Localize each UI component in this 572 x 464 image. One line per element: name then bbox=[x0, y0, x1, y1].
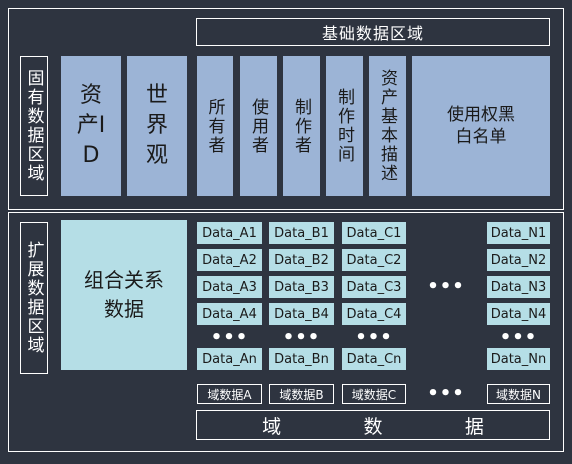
field-user: 使用者 bbox=[240, 56, 277, 196]
domain-label-n: 域数据N bbox=[487, 384, 550, 404]
data-cell-a4: Data_A4 bbox=[197, 303, 262, 325]
data-cell-b4: Data_B4 bbox=[269, 303, 334, 325]
data-cell-c4: Data_C4 bbox=[342, 303, 406, 325]
field-asset-id: 资产ID bbox=[61, 56, 121, 196]
base-frame bbox=[8, 8, 564, 210]
field-usage-whitelist-blacklist: 使用权黑白名单 bbox=[412, 56, 550, 196]
field-creation-time: 制作时间 bbox=[326, 56, 363, 196]
data-cell-b1: Data_B1 bbox=[269, 222, 334, 244]
fixed-region-label: 固有数据区域 bbox=[20, 56, 48, 196]
data-cell-c3: Data_C3 bbox=[342, 276, 406, 298]
data-cell-cn: Data_Cn bbox=[342, 348, 406, 370]
data-cell-a2: Data_A2 bbox=[197, 249, 262, 271]
base-region-title: 基础数据区域 bbox=[196, 18, 550, 46]
ellipsis-b: ••• bbox=[282, 326, 321, 348]
data-cell-b3: Data_B3 bbox=[269, 276, 334, 298]
ellipsis-domains: ••• bbox=[427, 382, 465, 404]
data-cell-a3: Data_A3 bbox=[197, 276, 262, 298]
ellipsis-a: ••• bbox=[210, 326, 249, 348]
ext-region-label: 扩展数据区域 bbox=[20, 222, 48, 374]
field-world-view: 世界观 bbox=[127, 56, 187, 196]
domain-data-char-2: 数 bbox=[363, 415, 383, 438]
data-cell-n4: Data_N4 bbox=[487, 303, 550, 325]
domain-label-b: 域数据B bbox=[269, 384, 334, 404]
domain-data-bar: 域 数 据 bbox=[196, 410, 550, 440]
data-cell-an: Data_An bbox=[197, 348, 262, 370]
data-cell-a1: Data_A1 bbox=[197, 222, 262, 244]
data-cell-n1: Data_N1 bbox=[487, 222, 550, 244]
ellipsis-columns: ••• bbox=[427, 275, 465, 297]
domain-data-char-3: 据 bbox=[464, 415, 484, 438]
data-cell-c1: Data_C1 bbox=[342, 222, 406, 244]
data-cell-b2: Data_B2 bbox=[269, 249, 334, 271]
data-cell-c2: Data_C2 bbox=[342, 249, 406, 271]
domain-label-a: 域数据A bbox=[197, 384, 262, 404]
field-creator: 制作者 bbox=[283, 56, 320, 196]
data-cell-n2: Data_N2 bbox=[487, 249, 550, 271]
ellipsis-c: ••• bbox=[355, 326, 393, 348]
ellipsis-n: ••• bbox=[499, 326, 538, 348]
domain-label-c: 域数据C bbox=[342, 384, 406, 404]
data-cell-nn: Data_Nn bbox=[487, 348, 550, 370]
relation-data-block: 组合关系数据 bbox=[61, 220, 187, 370]
domain-data-char-1: 域 bbox=[262, 415, 282, 438]
field-owner: 所有者 bbox=[197, 56, 233, 196]
data-cell-bn: Data_Bn bbox=[269, 348, 334, 370]
data-cell-n3: Data_N3 bbox=[487, 276, 550, 298]
field-asset-description: 资产基本描述 bbox=[369, 56, 406, 196]
ext-frame bbox=[8, 212, 564, 452]
